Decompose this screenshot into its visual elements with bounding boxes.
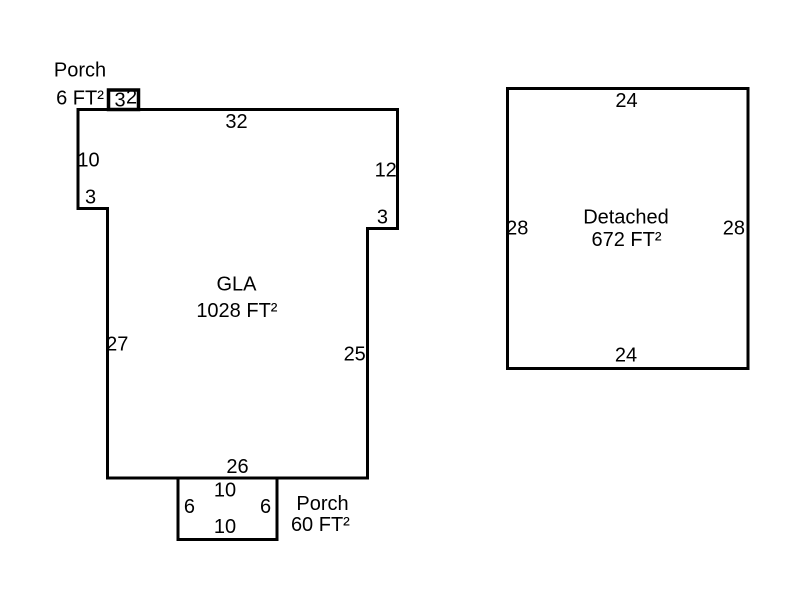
svg-text:3: 3 [85, 187, 96, 209]
svg-text:32: 32 [225, 111, 247, 133]
svg-text:28: 28 [506, 218, 528, 240]
svg-text:10: 10 [214, 480, 236, 502]
svg-text:60 FT²: 60 FT² [291, 514, 350, 536]
svg-text:Porch: Porch [296, 493, 348, 515]
svg-text:24: 24 [615, 345, 637, 367]
svg-text:6 FT²: 6 FT² [56, 88, 104, 110]
svg-text:Detached: Detached [583, 207, 669, 229]
svg-text:24: 24 [615, 90, 637, 112]
svg-text:12: 12 [375, 160, 397, 182]
svg-text:6: 6 [184, 496, 195, 518]
svg-text:28: 28 [723, 218, 745, 240]
svg-text:26: 26 [226, 456, 248, 478]
svg-text:672 FT²: 672 FT² [591, 229, 661, 251]
svg-text:25: 25 [344, 344, 366, 366]
svg-text:2: 2 [126, 87, 137, 109]
svg-text:1028 FT²: 1028 FT² [196, 300, 277, 322]
svg-text:GLA: GLA [216, 274, 257, 296]
svg-text:27: 27 [106, 334, 128, 356]
svg-text:3: 3 [377, 206, 388, 228]
svg-text:10: 10 [77, 150, 99, 172]
svg-text:3: 3 [114, 90, 125, 112]
svg-text:Porch: Porch [54, 60, 106, 82]
svg-text:10: 10 [214, 516, 236, 538]
svg-text:6: 6 [260, 496, 271, 518]
